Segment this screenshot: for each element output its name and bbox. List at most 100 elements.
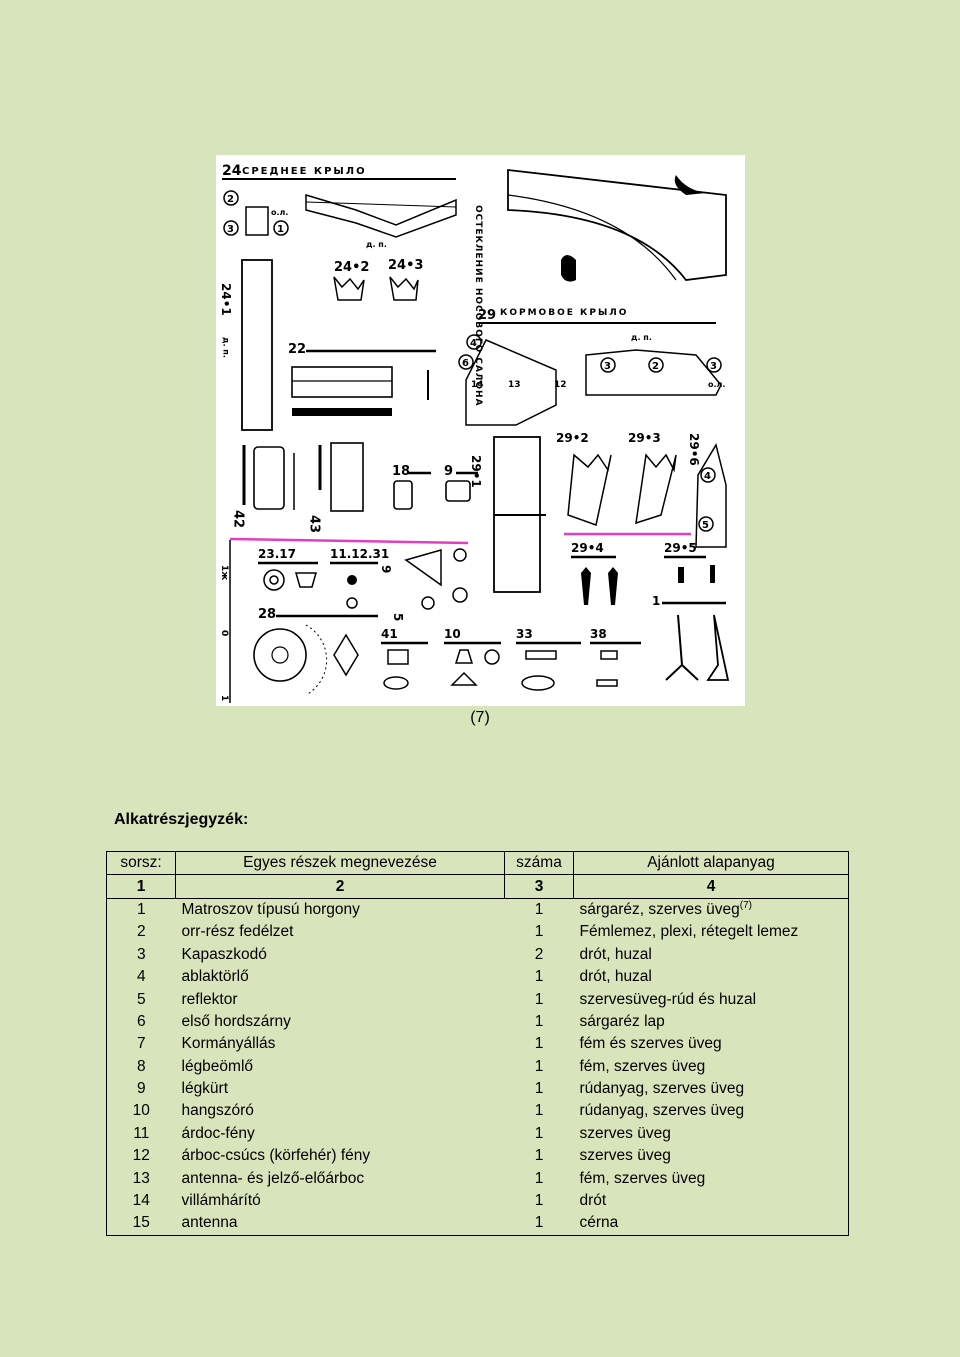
label-43: 43: [307, 515, 322, 533]
table-header-row: sorsz: Egyes részek megnevezése száma Aj…: [106, 850, 849, 876]
row-material-text: szerves üveg: [579, 1147, 671, 1165]
row-number: 10: [107, 1100, 176, 1122]
label-29-3: 29•3: [628, 431, 661, 445]
row-number-text: 8: [136, 1057, 146, 1075]
row-number: 15: [107, 1212, 176, 1235]
callout-3c-text: 3: [710, 361, 717, 372]
callout-2b-text: 2: [652, 361, 659, 372]
part-1-anchor: [665, 614, 699, 681]
row-number: 2: [107, 921, 176, 943]
ol-label-2: о.л.: [708, 380, 725, 389]
label-1: 1: [652, 594, 660, 608]
part-29-4a: [581, 567, 591, 605]
row-material-text: fém és szerves üveg: [579, 1035, 722, 1053]
row-material: cérna: [574, 1212, 849, 1235]
row-name-text: Kapaszkodó: [181, 945, 267, 963]
parts-table: sorsz: Egyes részek megnevezése száma Aj…: [106, 850, 849, 1236]
part-41b: [383, 676, 409, 690]
label-9: 9: [444, 464, 453, 479]
callout-1: [273, 220, 289, 236]
row-quantity-text: 1: [534, 1080, 544, 1098]
row-material-text: rúdanyag, szerves üveg: [579, 1080, 745, 1098]
stern-wing-shape: [585, 349, 722, 396]
row-number: 3: [107, 944, 176, 966]
row-material: fém, szerves üveg: [574, 1056, 849, 1078]
glazing-hatch: [674, 175, 706, 195]
ol-label: о.л.: [271, 208, 288, 217]
label-5: 5: [391, 613, 405, 621]
row-material: szerves üveg: [574, 1123, 849, 1145]
row-quantity-text: 1: [534, 1214, 544, 1232]
row-quantity: 1: [505, 1033, 574, 1055]
row-quantity: 1: [505, 921, 574, 943]
label-41: 41: [381, 627, 398, 641]
row-quantity-text: 1: [534, 1102, 544, 1120]
callout-2: [223, 190, 239, 206]
part-29-3: [635, 453, 677, 525]
label-29-2: 29•2: [556, 431, 589, 445]
row-quantity: 1: [505, 1212, 574, 1235]
row-quantity: 2: [505, 944, 574, 966]
part-22-railing: [291, 366, 393, 398]
row-name: ablaktörlő: [176, 966, 505, 988]
part-9-horn: [404, 549, 442, 587]
part-12: [346, 597, 358, 609]
row-material: szerves üveg: [574, 1145, 849, 1167]
row-material-text: rúdanyag, szerves üveg: [579, 1102, 745, 1120]
part-17: [295, 572, 317, 588]
row-material-text: cérna: [579, 1214, 619, 1232]
callout-6: [458, 354, 474, 370]
row-material: drót, huzal: [574, 966, 849, 988]
label-29-1: 29•1: [469, 455, 483, 488]
row-name: árdoc-fény: [176, 1123, 505, 1145]
colnum-3: 3: [504, 874, 574, 899]
header-name: Egyes részek megnevezése: [175, 850, 505, 876]
label-18: 18: [392, 464, 410, 479]
dp-label-2: д. п.: [222, 337, 231, 358]
glazing-panel: [507, 168, 727, 281]
label-33: 33: [516, 627, 533, 641]
row-name-text: árdoc-fény: [181, 1124, 255, 1142]
row-name: reflektor: [176, 988, 505, 1010]
part-11: [347, 575, 357, 585]
row-material: drót, huzal: [574, 944, 849, 966]
row-material: drót: [574, 1190, 849, 1212]
colnum-4: 4: [573, 874, 849, 899]
part-42-door: [253, 446, 285, 510]
row-number-text: 11: [133, 1124, 150, 1142]
row-name-text: orr-rész fedélzet: [181, 923, 294, 941]
row-name-text: antenna- és jelző-előárboc: [181, 1169, 365, 1187]
row-number: 6: [107, 1011, 176, 1033]
cabin-shape: [465, 339, 557, 426]
row-quantity-text: 1: [534, 1192, 544, 1210]
row-name-text: ablaktörlő: [181, 968, 249, 986]
part-horn-c: [452, 587, 468, 603]
row-number-text: 15: [132, 1214, 150, 1232]
part-29-2: [567, 453, 612, 526]
row-number-text: 12: [132, 1147, 150, 1165]
row-quantity-text: 1: [534, 1124, 544, 1142]
row-name: Matroszov típusú horgony: [176, 898, 505, 921]
row-name: Kapaszkodó: [176, 944, 505, 966]
row-material-text: sárgaréz, szerves üveg: [579, 900, 740, 918]
parts-list-heading: Alkatrészjegyzék:: [114, 811, 249, 828]
row-material: rúdanyag, szerves üveg: [574, 1100, 849, 1122]
row-number-text: 7: [136, 1035, 146, 1053]
row-material: fém és szerves üveg: [574, 1033, 849, 1055]
part-10c: [450, 671, 478, 686]
callout-4: [466, 334, 482, 350]
row-quantity-text: 1: [534, 1035, 544, 1053]
row-material: Fémlemez, plexi, rétegelt lemez: [574, 921, 849, 943]
label-29-6: 29•6: [687, 433, 701, 466]
technical-drawing: 24 СРЕДНЕЕ КРЫЛО 2 3 1 о.л. д. п. 24•2 2…: [216, 155, 745, 706]
row-number-text: 1: [136, 900, 146, 918]
part-28-inner: [271, 646, 289, 664]
